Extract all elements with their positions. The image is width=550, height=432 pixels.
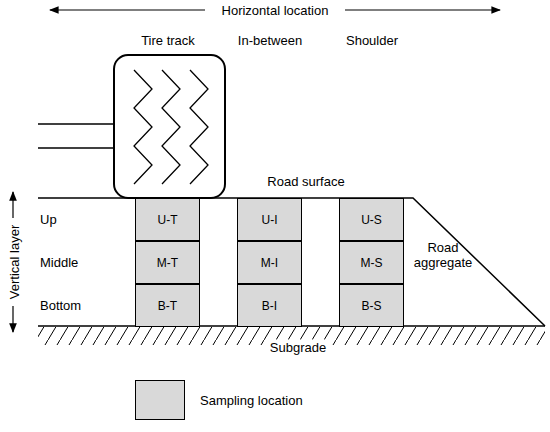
column-label: In-between bbox=[238, 33, 302, 48]
layer-label: Subgrade bbox=[267, 340, 329, 355]
tire-tread bbox=[134, 70, 208, 184]
column-label: Shoulder bbox=[346, 33, 398, 48]
sampling-label: B-S bbox=[361, 299, 381, 313]
sampling-label: U-T bbox=[158, 213, 178, 227]
sampling-box: U-I bbox=[237, 198, 302, 241]
column-label: Tire track bbox=[141, 33, 195, 48]
axis-title: Horizontal location bbox=[222, 3, 329, 18]
sampling-box: B-I bbox=[237, 284, 302, 327]
legend-swatch bbox=[135, 380, 185, 420]
legend-label: Sampling location bbox=[200, 393, 303, 408]
arrow-left bbox=[50, 9, 205, 10]
road-outline bbox=[38, 198, 545, 326]
arrow-up bbox=[12, 192, 13, 218]
row-label: Bottom bbox=[40, 298, 81, 313]
sampling-label: U-S bbox=[361, 213, 382, 227]
sampling-label: M-I bbox=[261, 256, 278, 270]
axle-line bbox=[38, 123, 114, 125]
sampling-label: B-T bbox=[158, 299, 177, 313]
tire bbox=[114, 55, 225, 198]
tread-zigzag bbox=[162, 70, 180, 184]
axle-line bbox=[38, 147, 114, 149]
axis-title: Vertical layer bbox=[7, 225, 22, 299]
sampling-box: M-I bbox=[237, 241, 302, 284]
sampling-box: B-S bbox=[339, 284, 404, 327]
layer-label: Road aggregate bbox=[410, 240, 476, 270]
sampling-label: B-I bbox=[262, 299, 277, 313]
sampling-box: M-S bbox=[339, 241, 404, 284]
arrow-down bbox=[12, 306, 13, 332]
arrow-right bbox=[345, 9, 500, 10]
tread-zigzag bbox=[134, 70, 152, 184]
sampling-label: U-I bbox=[262, 213, 278, 227]
sampling-box: M-T bbox=[135, 241, 200, 284]
sampling-label: M-T bbox=[157, 256, 178, 270]
row-label: Up bbox=[40, 212, 57, 227]
sampling-box: U-S bbox=[339, 198, 404, 241]
sampling-box: B-T bbox=[135, 284, 200, 327]
row-label: Middle bbox=[40, 255, 78, 270]
sampling-box: U-T bbox=[135, 198, 200, 241]
sampling-label: M-S bbox=[361, 256, 383, 270]
surface-label: Road surface bbox=[267, 174, 344, 189]
tread-zigzag bbox=[190, 70, 208, 184]
